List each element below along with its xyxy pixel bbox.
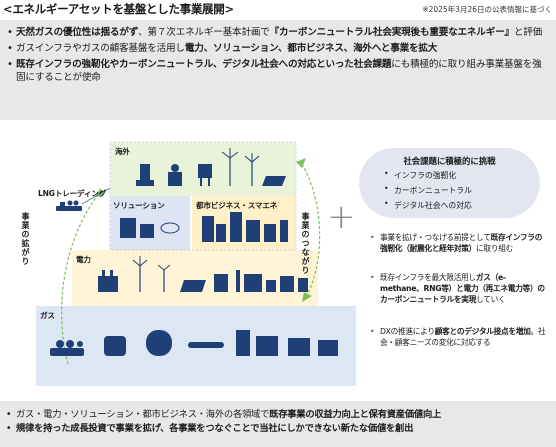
rb1-c: に取り組む: [476, 244, 513, 253]
right-bullet-1: 事業を拡げ・つなげる前提として既存インフラの強靭化（耐震化と経年対策）に取り組む: [370, 232, 546, 254]
intro-b3-bold: 既存インフラの強靭化やカーボンニュートラル、デジタル社会への対応といった社会課題: [16, 59, 392, 70]
rb2-a: 既存インフラを最大限活用し: [380, 273, 476, 282]
power-icons: [98, 256, 308, 292]
city-icons: [202, 212, 288, 242]
layer-label-gas: ガス: [40, 311, 55, 320]
footer-line-1: ガス・電力・ソリューション・都市ビジネス・海外の各領域で既存事業の収益力向上と保…: [6, 408, 550, 422]
rb2-b: ガス（e-methane、RNG等）と電力（再エネ電力等）のカーボンニュートラル…: [380, 273, 545, 304]
header: <エネルギーアセットを基盤とした事業展開> ※2025年3月26日の公表情報に基…: [0, 0, 556, 18]
challenge-item: デジタル社会への対応: [384, 199, 472, 211]
intro-b1-bold: 天然ガスの優位性は揺るがず: [16, 27, 139, 38]
footer-line-2: 規律を持った成長投資で事業を拡げ、各事業をつなぐことで当社にしかできない新たな価…: [6, 422, 550, 436]
challenge-item: カーボンニュートラル: [384, 184, 472, 196]
footer-box: ガス・電力・ソリューション・都市ビジネス・海外の各領域で既存事業の収益力向上と保…: [0, 401, 556, 447]
challenge-title: 社会課題に積極的に挑戦: [403, 156, 496, 166]
right-bullet-2: 既存インフラを最大限活用しガス（e-methane、RNG等）と電力（再エネ電力…: [370, 272, 546, 305]
business-staircase-diagram: [36, 141, 356, 386]
connection-vertical-label: 事業のつながり: [301, 212, 310, 275]
footer-l2-b: 規律を持った成長投資で事業を拡げ、各事業をつなぐことで当社にしかできない新たな価…: [16, 423, 414, 434]
connection-arrow: [301, 163, 321, 300]
page-title: <エネルギーアセットを基盤とした事業展開>: [3, 2, 234, 16]
footer-l1-b: 既存事業の収益力向上と保有資産価値向上: [269, 409, 442, 420]
source-note: ※2025年3月26日の公表情報に基づく: [422, 5, 552, 14]
right-bullet-3: DXの推進により顧客とのデジタル接点を増加。社会・顧客ニーズの変化に対応する: [370, 326, 546, 348]
lng-ship-icon: [56, 200, 82, 211]
layer-label-solution: ソリューション: [113, 201, 165, 210]
solution-icons: [120, 218, 180, 238]
intro-bullet-2: ガスインフラやガスの顧客基盤を活用し電力、ソリューション、都市ビジネス、海外へと…: [6, 42, 550, 55]
rb1-a: 事業を拡げ・つなげる前提として: [380, 233, 491, 242]
challenge-item: インフラの強靭化: [384, 169, 456, 181]
overseas-icons: [136, 148, 286, 186]
plus-icon: +: [327, 197, 356, 237]
intro-b1-bold2: 『カーボンニュートラル社会実現後も重要なエネルギー』: [269, 27, 514, 38]
layer-label-city: 都市ビジネス・スマエネ: [196, 201, 278, 210]
rb2-c: していく: [476, 295, 506, 304]
footer-l1-a: ガス・電力・ソリューション・都市ビジネス・海外の各領域で: [16, 409, 270, 420]
rb1-b: 既存インフラの強靭化（耐震化と経年対策）: [380, 233, 543, 253]
layer-label-overseas: 海外: [115, 147, 130, 156]
expansion-arrow: [61, 191, 101, 365]
rb3-b: 顧客とのデジタル接点を増加: [434, 327, 531, 336]
lng-trading-label: LNGトレーディング: [38, 189, 107, 198]
intro-bullet-3: 既存インフラの強靭化やカーボンニュートラル、デジタル社会への対応といった社会課題…: [6, 58, 550, 84]
rb3-c: 。社会・顧客ニーズの変化に対応する: [380, 327, 546, 347]
intro-b1-rest1: 、第７次エネルギー基本計画で: [138, 27, 270, 38]
layer-label-power: 電力: [76, 255, 91, 264]
gas-icons: [50, 330, 338, 356]
intro-b3-rest: にも積極的に取り組み事業基盤を強固にすることが使命: [16, 59, 542, 83]
intro-b2-text1: ガスインフラやガスの顧客基盤を活用し: [16, 43, 185, 54]
rb3-a: DXの推進により: [380, 327, 435, 336]
expansion-vertical-label: 事業の拡がり: [21, 212, 30, 266]
intro-b1-rest2: と評価: [513, 27, 543, 38]
intro-box: 天然ガスの優位性は揺るがず、第７次エネルギー基本計画で『カーボンニュートラル社会…: [0, 20, 556, 120]
intro-bullet-1: 天然ガスの優位性は揺るがず、第７次エネルギー基本計画で『カーボンニュートラル社会…: [6, 26, 550, 39]
intro-b2-bold: 電力、ソリューション、都市ビジネス、海外へと事業を拡大: [184, 43, 438, 54]
